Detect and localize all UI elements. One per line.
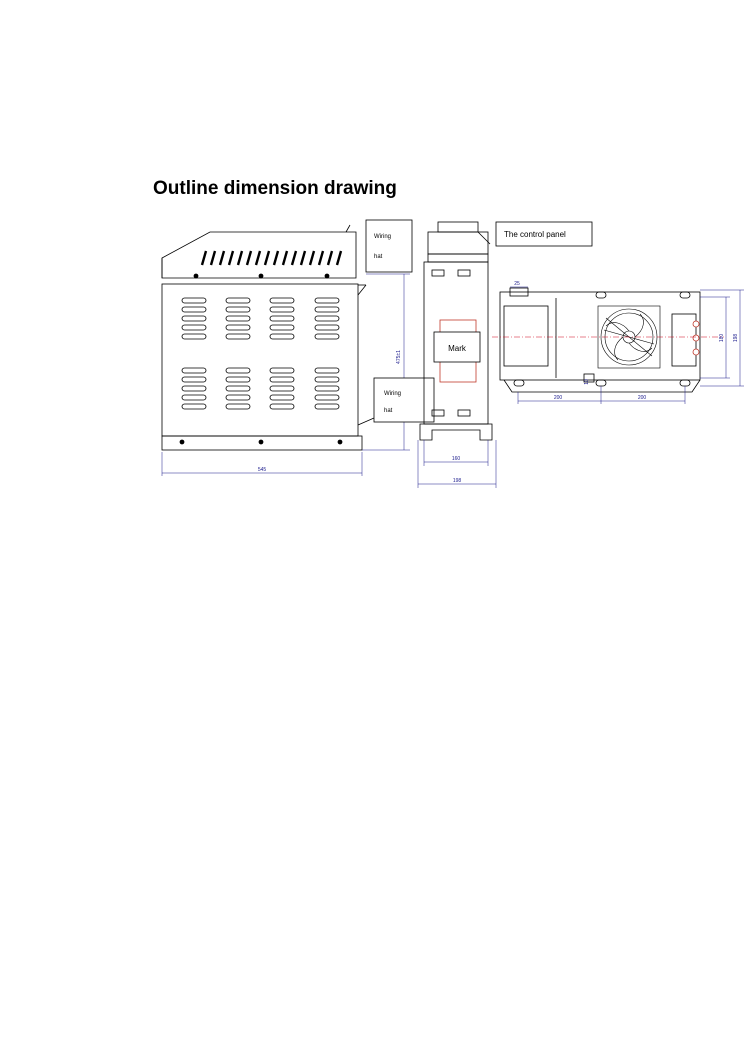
roof-vent-slot	[263, 250, 271, 266]
dim-mount-height-outer-label: 198	[733, 334, 739, 343]
wiring-hat-bottom-line1: Wiring	[384, 391, 401, 397]
louver-slot	[269, 394, 295, 401]
louver-slot	[225, 333, 251, 340]
louver-slot	[269, 367, 295, 374]
louver-slot	[181, 376, 207, 383]
fan-icon	[597, 305, 661, 369]
roof-vent-slot	[326, 250, 334, 266]
louver-slot	[314, 324, 340, 331]
louver-slot	[181, 297, 207, 304]
roof-vent-slot	[254, 250, 262, 266]
louver-slot	[181, 367, 207, 374]
roof-vent-slot	[281, 250, 289, 266]
roof-vent-slot	[308, 250, 316, 266]
control-panel-label: The control panel	[504, 230, 566, 239]
dim-slot-width-label: 25	[514, 281, 520, 287]
louver-slot	[181, 385, 207, 392]
roof-vents	[200, 250, 343, 266]
louver-slot	[225, 324, 251, 331]
dim-hole-spacing-left-label: 200	[554, 395, 563, 401]
roof-vent-slot	[245, 250, 253, 266]
louver-slot	[314, 367, 340, 374]
louver-slot	[225, 367, 251, 374]
louver-slot	[269, 376, 295, 383]
dimension-height-front	[362, 273, 410, 451]
roof-vent-slot	[236, 250, 244, 266]
louver-slot	[225, 394, 251, 401]
louver-slot	[269, 306, 295, 313]
louver-slot	[225, 385, 251, 392]
indicator-middle-icon	[692, 334, 700, 342]
callout-mark: Mark	[433, 331, 481, 363]
roof-vent-slot	[335, 250, 343, 266]
louver-slot	[269, 333, 295, 340]
wiring-hat-top-line1: Wiring	[374, 234, 391, 240]
indicator-top-icon	[692, 320, 700, 328]
dim-hole-spacing-right-label: 200	[638, 395, 647, 401]
callout-control-panel: The control panel	[495, 221, 593, 247]
callout-wiring-hat-bottom: Wiring hat	[373, 377, 435, 423]
roof-vent-slot	[290, 250, 298, 266]
louver-slot	[269, 324, 295, 331]
dim-base-inner-label: 160	[452, 456, 461, 462]
louver-slot	[181, 403, 207, 410]
louver-slot	[225, 403, 251, 410]
louver-slot	[269, 385, 295, 392]
roof-vent-slot	[209, 250, 217, 266]
indicator-bottom-icon	[692, 348, 700, 356]
page-title: Outline dimension drawing	[153, 178, 397, 199]
louver-slot	[314, 385, 340, 392]
roof-vent-slot	[227, 250, 235, 266]
mark-label: Mark	[448, 344, 467, 353]
louver-slot	[225, 315, 251, 322]
louver-slot	[181, 315, 207, 322]
dimension-width-front	[161, 452, 363, 476]
louver-slot	[314, 297, 340, 304]
roof-vent-slot	[317, 250, 325, 266]
front-view	[161, 224, 375, 451]
louver-slot	[181, 333, 207, 340]
dimension-top-view	[510, 286, 744, 404]
dimension-base-side	[417, 440, 497, 488]
top-view	[499, 287, 701, 393]
dim-width-front-label: 545	[258, 467, 267, 473]
louver-slot	[314, 403, 340, 410]
louver-slot	[181, 324, 207, 331]
louver-slot	[181, 394, 207, 401]
roof-vent-slot	[299, 250, 307, 266]
roof-vent-slot	[218, 250, 226, 266]
louver-slot	[181, 306, 207, 313]
dim-base-outer-label: 198	[453, 478, 462, 484]
wiring-hat-bottom-line2: hat	[384, 408, 393, 414]
roof-vent-slot	[200, 250, 208, 266]
dim-slot-offset-label: 10	[584, 379, 590, 385]
roof-vent-slot	[272, 250, 280, 266]
dim-mount-height-inner-label: 180	[719, 334, 725, 343]
louver-slot	[314, 315, 340, 322]
louver-slot	[314, 306, 340, 313]
louver-slot	[269, 297, 295, 304]
louver-slot	[225, 376, 251, 383]
louver-slot	[314, 394, 340, 401]
louver-slot	[314, 376, 340, 383]
wiring-hat-top-line2: hat	[374, 254, 383, 260]
dim-height-front-label: 475±1	[396, 350, 402, 364]
callout-wiring-hat-top: Wiring hat	[365, 219, 413, 273]
louver-slot	[225, 306, 251, 313]
louver-slot	[269, 403, 295, 410]
louver-slot	[269, 315, 295, 322]
louver-slot	[225, 297, 251, 304]
louver-slot	[314, 333, 340, 340]
louver-grid	[181, 297, 340, 410]
